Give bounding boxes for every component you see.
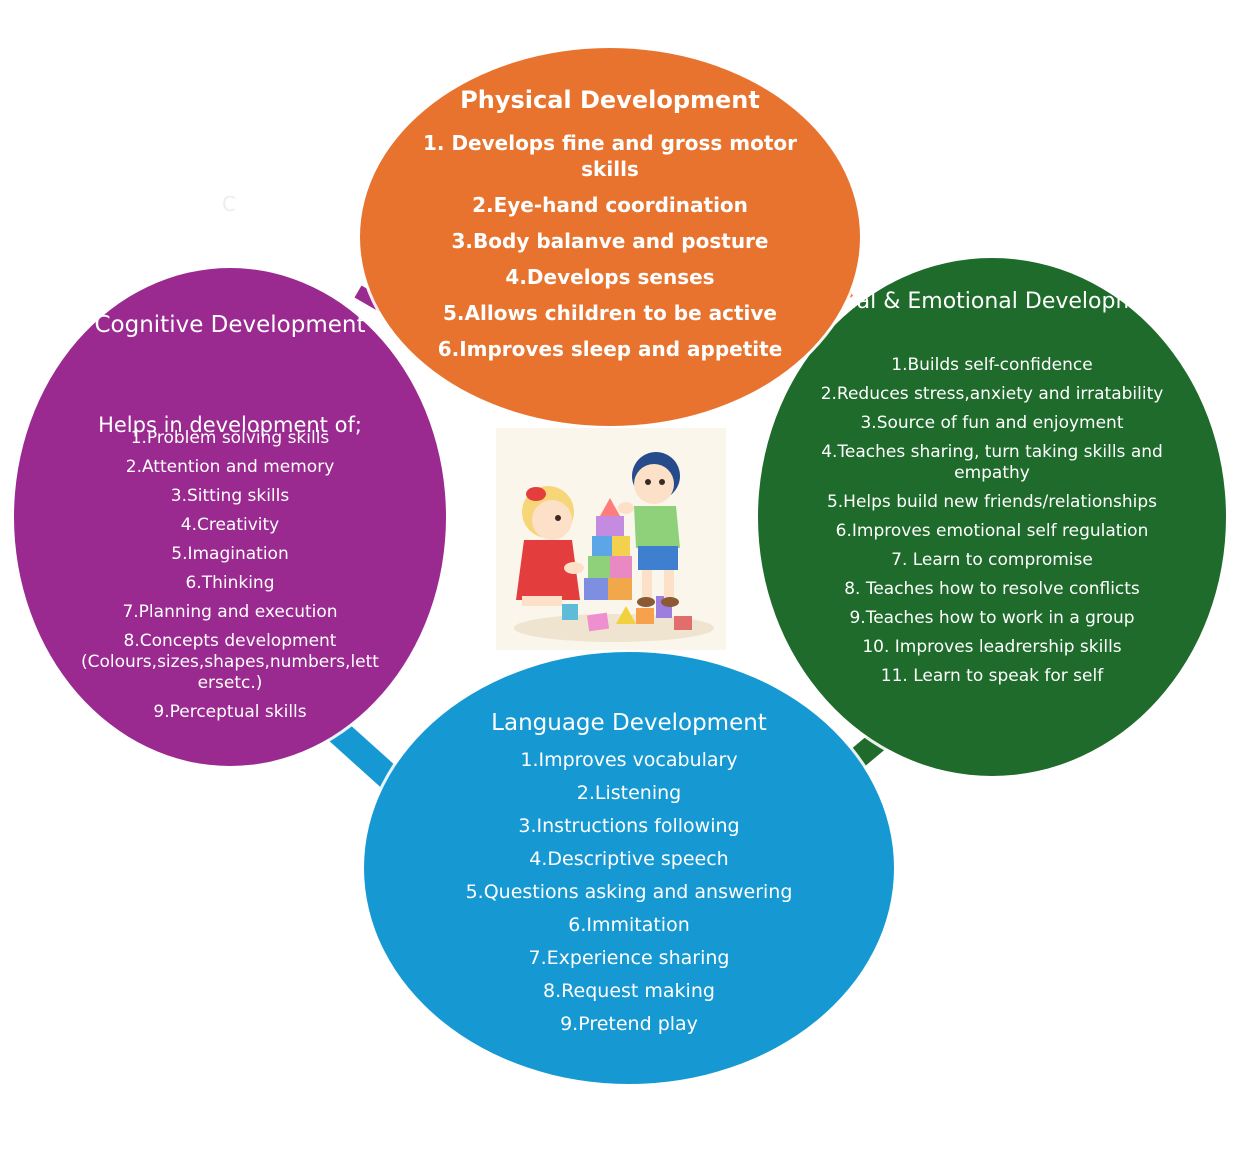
list-item: 3.Sitting skills xyxy=(170,486,290,506)
list-item: 5.Allows children to be active xyxy=(442,301,777,325)
list-item: 7.Experience sharing xyxy=(528,947,730,969)
list-item: 8.Concepts development (Colours,sizes,sh… xyxy=(81,631,379,693)
list-item: 5.Helps build new friends/relationships xyxy=(826,492,1158,512)
list-item: 9.Teaches how to work in a group xyxy=(849,608,1135,628)
list-item: 1.Improves vocabulary xyxy=(520,749,738,771)
language-development-circle: Language Development 1.Improves vocabula… xyxy=(364,652,894,1084)
list-item: 1.Problem solving skills xyxy=(130,428,330,448)
list-item: 4.Creativity xyxy=(180,515,280,535)
cognitive-title: Cognitive Development xyxy=(94,312,366,338)
cognitive-list: 1.Problem solving skills 2.Attention and… xyxy=(74,428,386,731)
physical-development-circle: Physical Development 1. Develops fine an… xyxy=(360,48,860,426)
list-item: 4.Teaches sharing, turn taking skills an… xyxy=(821,442,1163,483)
list-item: 7.Planning and execution xyxy=(122,602,338,622)
list-item: 9.Pretend play xyxy=(560,1013,698,1035)
list-item: 4.Develops senses xyxy=(505,265,715,289)
list-item: 7. Learn to compromise xyxy=(891,550,1093,570)
physical-title: Physical Development xyxy=(460,86,760,114)
cognitive-subtitle: Helps in development of; xyxy=(98,413,362,437)
list-item: 2.Reduces stress,anxiety and irratabilit… xyxy=(820,384,1164,404)
list-item: 8.Request making xyxy=(543,980,715,1002)
list-item: 11. Learn to speak for self xyxy=(880,666,1104,686)
list-item: 9.Perceptual skills xyxy=(153,702,307,722)
list-item: 1. Develops fine and gross motor skills xyxy=(422,131,798,181)
language-list: 1.Improves vocabulary 2.Listening 3.Inst… xyxy=(424,749,834,1046)
language-title: Language Development xyxy=(491,710,767,736)
list-item: 10. Improves leadrership skills xyxy=(862,637,1122,657)
list-item: 3.Body balanve and posture xyxy=(451,229,769,253)
list-item: 6.Thinking xyxy=(185,573,275,593)
list-item: 6.Immitation xyxy=(568,914,690,936)
social-title: Social & Emotional Development xyxy=(811,289,1173,314)
cognitive-development-circle: Cognitive Development Helps in developme… xyxy=(14,268,446,766)
list-item: 2.Eye-hand coordination xyxy=(472,193,748,217)
stray-letter: C xyxy=(222,192,236,216)
list-item: 1.Builds self-confidence xyxy=(891,355,1093,375)
list-item: 3.Instructions following xyxy=(518,815,740,837)
list-item: 6.Improves sleep and appetite xyxy=(437,337,783,361)
children-playing-blocks-illustration xyxy=(496,428,726,650)
list-item: 6.Improves emotional self regulation xyxy=(835,521,1149,541)
physical-list: 1. Develops fine and gross motor skills … xyxy=(420,130,800,372)
list-item: 4.Descriptive speech xyxy=(529,848,729,870)
social-list: 1.Builds self-confidence 2.Reduces stres… xyxy=(818,355,1166,695)
list-item: 2.Listening xyxy=(576,782,682,804)
list-item: 3.Source of fun and enjoyment xyxy=(860,413,1124,433)
social-emotional-development-circle: Social & Emotional Development 1.Builds … xyxy=(758,258,1226,776)
list-item: 5.Imagination xyxy=(171,544,289,564)
list-item: 5.Questions asking and answering xyxy=(465,881,793,903)
list-item: 8. Teaches how to resolve conflicts xyxy=(844,579,1140,599)
list-item: 2.Attention and memory xyxy=(125,457,335,477)
